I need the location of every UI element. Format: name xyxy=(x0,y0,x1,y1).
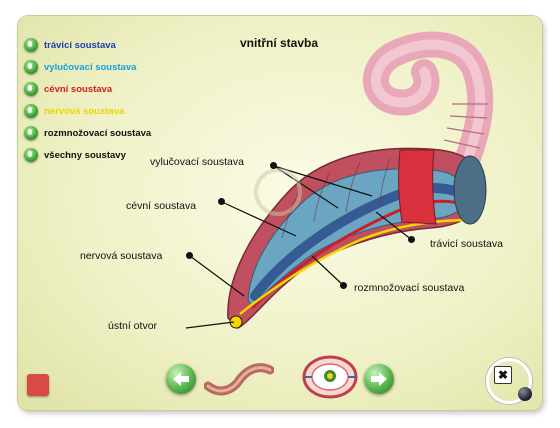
label-travici: trávicí soustava xyxy=(430,238,503,250)
pointer-dot xyxy=(186,252,193,259)
bullet-icon xyxy=(24,104,38,118)
close-button[interactable]: ✖ xyxy=(494,366,512,384)
menu-item-label: všechny soustavy xyxy=(44,149,126,161)
label-rozmnozovaci: rozmnožovací soustava xyxy=(354,282,465,294)
page-title: vnitřní stavba xyxy=(240,36,319,50)
bullet-icon xyxy=(24,60,38,74)
close-icon: ✖ xyxy=(497,368,509,382)
previous-arrow-icon xyxy=(173,372,189,386)
system-menu: trávicí soustava vylučovací soustava cév… xyxy=(24,34,151,166)
previous-button[interactable] xyxy=(166,364,196,394)
menu-item-nervova[interactable]: nervová soustava xyxy=(24,100,151,122)
menu-item-cevni[interactable]: cévní soustava xyxy=(24,78,151,100)
menu-item-rozmnozovaci[interactable]: rozmnožovací soustava xyxy=(24,122,151,144)
pointer-dot xyxy=(340,282,347,289)
label-vylucovaci: vylučovací soustava xyxy=(150,156,244,168)
logo[interactable] xyxy=(27,374,49,396)
pointer-dot xyxy=(408,236,415,243)
menu-item-label: trávicí soustava xyxy=(44,39,116,51)
label-usti: ústní otvor xyxy=(108,320,158,332)
pointer-dot xyxy=(270,162,277,169)
menu-item-travici[interactable]: trávicí soustava xyxy=(24,34,151,56)
label-nervova: nervová soustava xyxy=(80,250,163,262)
status-ball-icon xyxy=(518,387,532,401)
bullet-icon xyxy=(24,126,38,140)
bullet-icon xyxy=(24,148,38,162)
worm-thumbnail[interactable] xyxy=(204,356,274,396)
menu-item-label: vylučovací soustava xyxy=(44,61,137,73)
menu-item-vsechny[interactable]: všechny soustavy xyxy=(24,144,151,166)
menu-item-label: rozmnožovací soustava xyxy=(44,127,152,139)
cross-section-thumbnail[interactable] xyxy=(302,354,358,400)
menu-item-label: nervová soustava xyxy=(44,105,125,117)
pointer-dot xyxy=(218,198,225,205)
menu-item-vylucovaci[interactable]: vylučovací soustava xyxy=(24,56,151,78)
close-ring xyxy=(486,358,532,404)
next-button[interactable] xyxy=(364,364,394,394)
next-arrow-icon xyxy=(371,372,387,386)
menu-item-label: cévní soustava xyxy=(44,83,113,95)
bullet-icon xyxy=(24,38,38,52)
label-cevni: cévní soustava xyxy=(126,200,197,212)
bullet-icon xyxy=(24,82,38,96)
